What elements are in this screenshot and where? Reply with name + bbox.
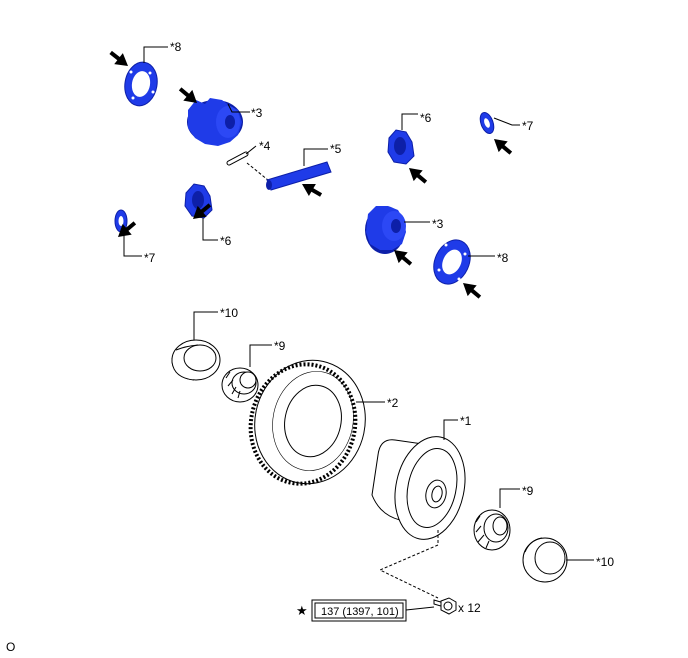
torque-spec-value: 137 (1397, 101): [321, 606, 399, 618]
leader-c8a: [143, 46, 168, 63]
label-c6b: *6: [420, 111, 432, 125]
bearing-race-right: [522, 537, 568, 583]
differential-case: [371, 436, 466, 540]
torque-spec: ★ 137 (1397, 101): [296, 599, 435, 622]
arrow-pinion-shaft: [298, 177, 325, 202]
label-c4: *4: [259, 139, 271, 153]
label-c5: *5: [330, 142, 342, 156]
pin: [226, 151, 249, 166]
leader-c7b: [493, 117, 520, 126]
label-c3b: *3: [432, 217, 444, 231]
label-c6a: *6: [220, 234, 232, 248]
label-c10b: *10: [596, 555, 614, 569]
leader-c7a: [123, 232, 142, 257]
side-gear-lower: [365, 206, 406, 254]
thrust-washer-upper-left: [124, 61, 158, 107]
leader-c6b: [401, 113, 418, 130]
label-c1: *1: [460, 414, 472, 428]
arrow-washer-right: [489, 133, 516, 159]
thrust-washer-lower-right: [433, 239, 471, 285]
leader-c10a: [193, 311, 218, 340]
label-c9b: *9: [522, 484, 534, 498]
ring-gear-bolt: [433, 597, 457, 615]
figure-code: O: [6, 640, 16, 654]
thrust-washer-right: [479, 111, 495, 135]
label-c7a: *7: [144, 251, 156, 265]
label-c7b: *7: [522, 119, 534, 133]
arrow-pinion-gear-right: [404, 162, 431, 188]
label-c3a: *3: [251, 106, 263, 120]
label-c2: *2: [387, 396, 399, 410]
bolt-guide-dash: [378, 530, 439, 599]
arrow-washer-lower-right: [458, 277, 485, 303]
label-c10a: *10: [220, 306, 238, 320]
arrow-washer-upper-left: [106, 46, 133, 72]
leader-c3a: [227, 103, 250, 113]
bearing-right: [473, 509, 511, 551]
pin-alignment-dash: [246, 162, 269, 181]
label-c8a: *8: [170, 40, 182, 54]
leader-c9a: [249, 344, 272, 367]
pinion-gear-right: [387, 129, 415, 165]
side-gear-upper: [187, 98, 243, 146]
leader-c6a: [202, 218, 218, 241]
ring-gear: [248, 359, 366, 486]
leader-c9b: [499, 488, 520, 508]
bearing-race-left: [171, 339, 221, 381]
bearing-left: [221, 367, 259, 403]
pinion-shaft: [266, 161, 332, 191]
label-c8b: *8: [497, 251, 509, 265]
leader-c1: [443, 419, 458, 440]
label-c9a: *9: [274, 339, 286, 353]
leader-c4: [245, 145, 257, 155]
star-icon: ★: [296, 604, 308, 619]
leader-c5: [303, 148, 328, 166]
bolt-quantity: x 12: [458, 601, 481, 615]
